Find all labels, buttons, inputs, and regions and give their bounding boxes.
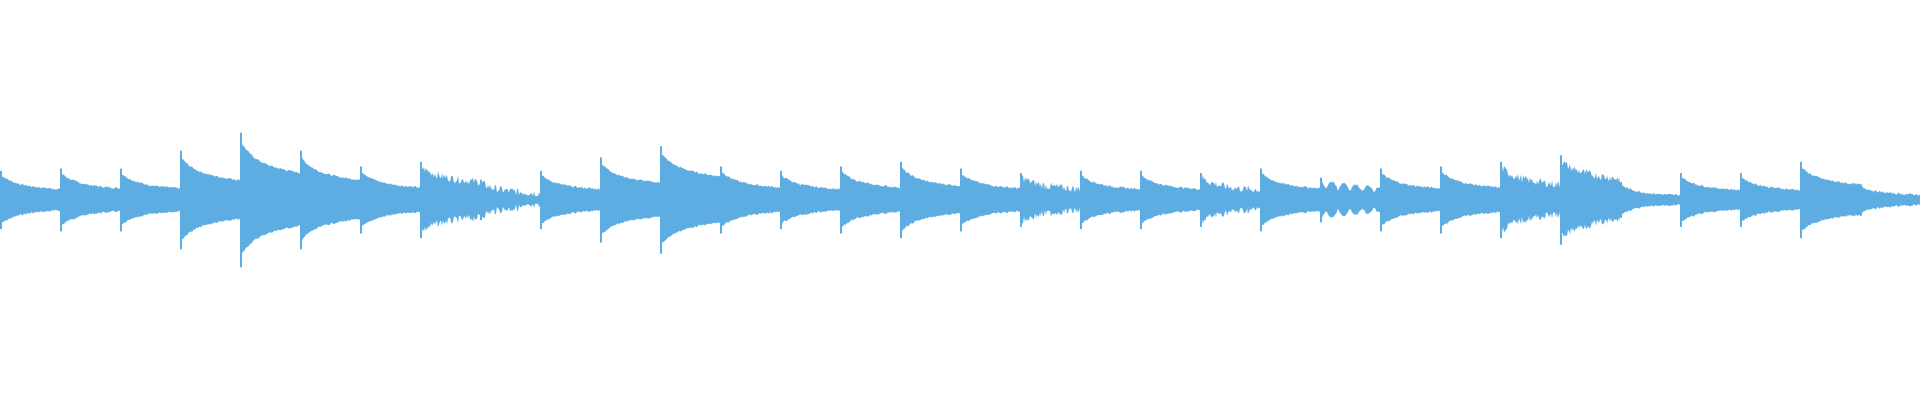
waveform-segment (1500, 164, 1560, 235)
waveform-segment (480, 180, 540, 219)
waveform-attack (240, 132, 242, 268)
waveform-attack (660, 146, 662, 254)
waveform-attack (1680, 173, 1682, 227)
waveform-segment (1140, 174, 1200, 224)
waveform-segment (660, 152, 720, 245)
waveform-segment (600, 162, 660, 236)
waveform-attack (600, 157, 602, 243)
waveform-segment (900, 165, 960, 233)
waveform-attack (1320, 177, 1322, 223)
waveform-segment (1080, 174, 1140, 225)
waveform-segment (1680, 176, 1740, 223)
waveform-segment (1020, 175, 1080, 224)
waveform-attack (900, 161, 902, 239)
waveform-attack (1560, 155, 1562, 245)
waveform-segment (780, 174, 840, 225)
waveform-attack (60, 168, 62, 232)
waveform-attack (1740, 173, 1742, 227)
waveform-attack (300, 150, 302, 250)
waveform-segment (180, 155, 240, 242)
waveform-attack (540, 170, 542, 230)
waveform-segment (1860, 185, 1920, 214)
waveform-segment (60, 172, 120, 227)
waveform-attack (180, 150, 182, 250)
waveform-attack (1200, 173, 1202, 227)
waveform-attack (840, 166, 842, 234)
waveform-segment (1440, 170, 1500, 229)
waveform-segment (540, 174, 600, 225)
waveform-attack (360, 166, 362, 234)
waveform-segment (420, 163, 480, 235)
waveform-segment (1620, 183, 1680, 217)
waveform-segment (1740, 175, 1800, 224)
waveform-attack (420, 161, 422, 239)
waveform-attack (1140, 170, 1142, 230)
waveform-attack (960, 168, 962, 232)
waveform-segment (1200, 175, 1260, 224)
waveform-attack (0, 170, 2, 230)
waveform-segment (300, 156, 360, 242)
waveform-segment (960, 171, 1020, 228)
waveform-segment (840, 169, 900, 229)
waveform-attack (780, 170, 782, 230)
waveform-segment (720, 170, 780, 228)
waveform-attack (1080, 170, 1082, 230)
waveform-attack (720, 166, 722, 234)
waveform-attack (1860, 184, 1862, 216)
waveform-attack (480, 179, 482, 221)
waveform-segment (120, 172, 180, 227)
waveform-attack (1440, 166, 1442, 234)
waveform-segment (240, 139, 300, 258)
waveform-segments (0, 132, 1920, 268)
waveform-attack (1620, 182, 1622, 218)
waveform-attack (1260, 168, 1262, 232)
waveform-attack (1020, 173, 1022, 227)
waveform-segment (1260, 172, 1320, 227)
waveform-attack (120, 168, 122, 232)
waveform-attack (1800, 161, 1802, 239)
waveform-segment (1380, 172, 1440, 227)
waveform-attack (1500, 161, 1502, 239)
waveform-segment (360, 170, 420, 228)
waveform-segment (1800, 166, 1860, 232)
waveform-segment (1320, 180, 1380, 219)
waveform-attack (1380, 168, 1382, 232)
waveform-segment (0, 174, 60, 225)
waveform-segment (1560, 160, 1620, 238)
